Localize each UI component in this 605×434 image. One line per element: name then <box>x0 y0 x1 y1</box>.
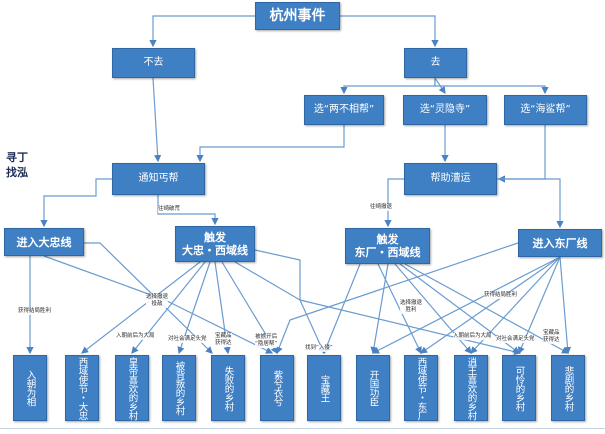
node-enter-dazhong: 进入大忠线 <box>4 228 84 256</box>
node-help-caoyun: 帮助漕运 <box>404 163 497 195</box>
ending-5: 失败的乡村 <box>211 355 245 421</box>
ending-10: 逍王喜欢的乡村 <box>454 355 488 421</box>
connector-to-ending <box>371 256 561 354</box>
ending-7: 宝藏王 <box>307 355 341 421</box>
edge-label: 入朝前后为大局 <box>453 333 492 340</box>
connector-root-not-go <box>149 15 255 48</box>
edge-label: 对吐会满足头党 <box>168 336 207 343</box>
edge-label: 入朝前后为大局 <box>116 333 155 340</box>
ending-4: 被背叛的乡村 <box>162 355 196 421</box>
edge-label: 对吐会满足头党 <box>496 336 535 343</box>
connector-gaibang-dazhong <box>40 178 112 228</box>
ending-9: 西域使节・东厂 <box>404 355 438 421</box>
edge-label: 选择撤退 胜利 <box>400 300 423 314</box>
connector-to-ending <box>404 263 570 354</box>
node-trigger-dazhong-xiyu: 触发 大忠・西域线 <box>175 226 255 262</box>
connector-go-choice <box>434 78 549 95</box>
connector-caoyun-trigger <box>384 178 404 228</box>
ending-8: 开国功臣 <box>356 355 390 421</box>
connector-to-ending <box>234 261 325 355</box>
connector-to-ending <box>275 242 519 355</box>
node-trigger-dongchang-xiyu: 触发 东厂・西域线 <box>345 228 430 264</box>
edge-label: 选择撤退 投敌 <box>146 294 169 308</box>
bottom-rule <box>0 428 605 429</box>
edge-label: 宝藏品 获得达 <box>543 330 560 344</box>
edge-label: 被掳开后 “隐居帮” <box>255 334 278 348</box>
ending-12: 悲剧的乡村 <box>551 355 585 421</box>
connector-not-go-gaibang <box>152 77 162 163</box>
connector-to-ending <box>81 261 201 354</box>
node-choose-lingyinsi: 选“灵隐寺” <box>403 95 487 125</box>
connector-choice-caoyun <box>497 125 546 183</box>
connector-to-ending <box>420 256 561 354</box>
ending-3: 皇帝喜欢的乡村 <box>115 355 149 421</box>
node-enter-dongchang: 进入东厂线 <box>518 229 602 257</box>
connector-to-ending <box>254 249 522 356</box>
edge-label: 往崎撤退 <box>370 204 393 211</box>
edge-label: 找到“入侵” <box>305 345 333 352</box>
ending-2: 西域使节・大忠 <box>65 355 99 421</box>
connector-to-ending <box>370 263 389 355</box>
connector-caoyun-dongchang <box>497 178 564 229</box>
node-notify-gaibang: 通知丐帮 <box>112 163 205 195</box>
ending-11: 可怜的乡村 <box>502 355 536 421</box>
connector-root-go <box>340 15 439 48</box>
node-choose-haishabang: 选“海鲨帮” <box>504 95 587 125</box>
connector-to-ending <box>322 263 361 355</box>
connector-to-ending <box>559 256 572 355</box>
edge-label: 宝藏品 获得达 <box>215 333 232 347</box>
ending-1: 入朝为相 <box>13 355 47 421</box>
connector-gaibang-trigger <box>157 195 219 226</box>
node-not-go: 不去 <box>112 48 195 78</box>
edge-label: 获得结局胜利 <box>18 308 52 315</box>
ending-6: 紫兮衣兮 <box>260 355 294 421</box>
node-choose-liangbuxiang: 选“两不相帮” <box>304 95 384 125</box>
node-root: 杭州事件 <box>255 2 340 30</box>
edge-label: 往崎破荒 <box>158 206 181 213</box>
edge-label: 获得结局胜利 <box>484 292 518 299</box>
connector-to-ending <box>84 242 213 354</box>
connector-go-choice <box>340 78 436 95</box>
side-note: 寻丁 找泓 <box>6 151 28 179</box>
connector-choice-gaibang <box>196 125 345 163</box>
node-go: 去 <box>404 48 467 78</box>
connector-to-ending <box>377 263 422 355</box>
